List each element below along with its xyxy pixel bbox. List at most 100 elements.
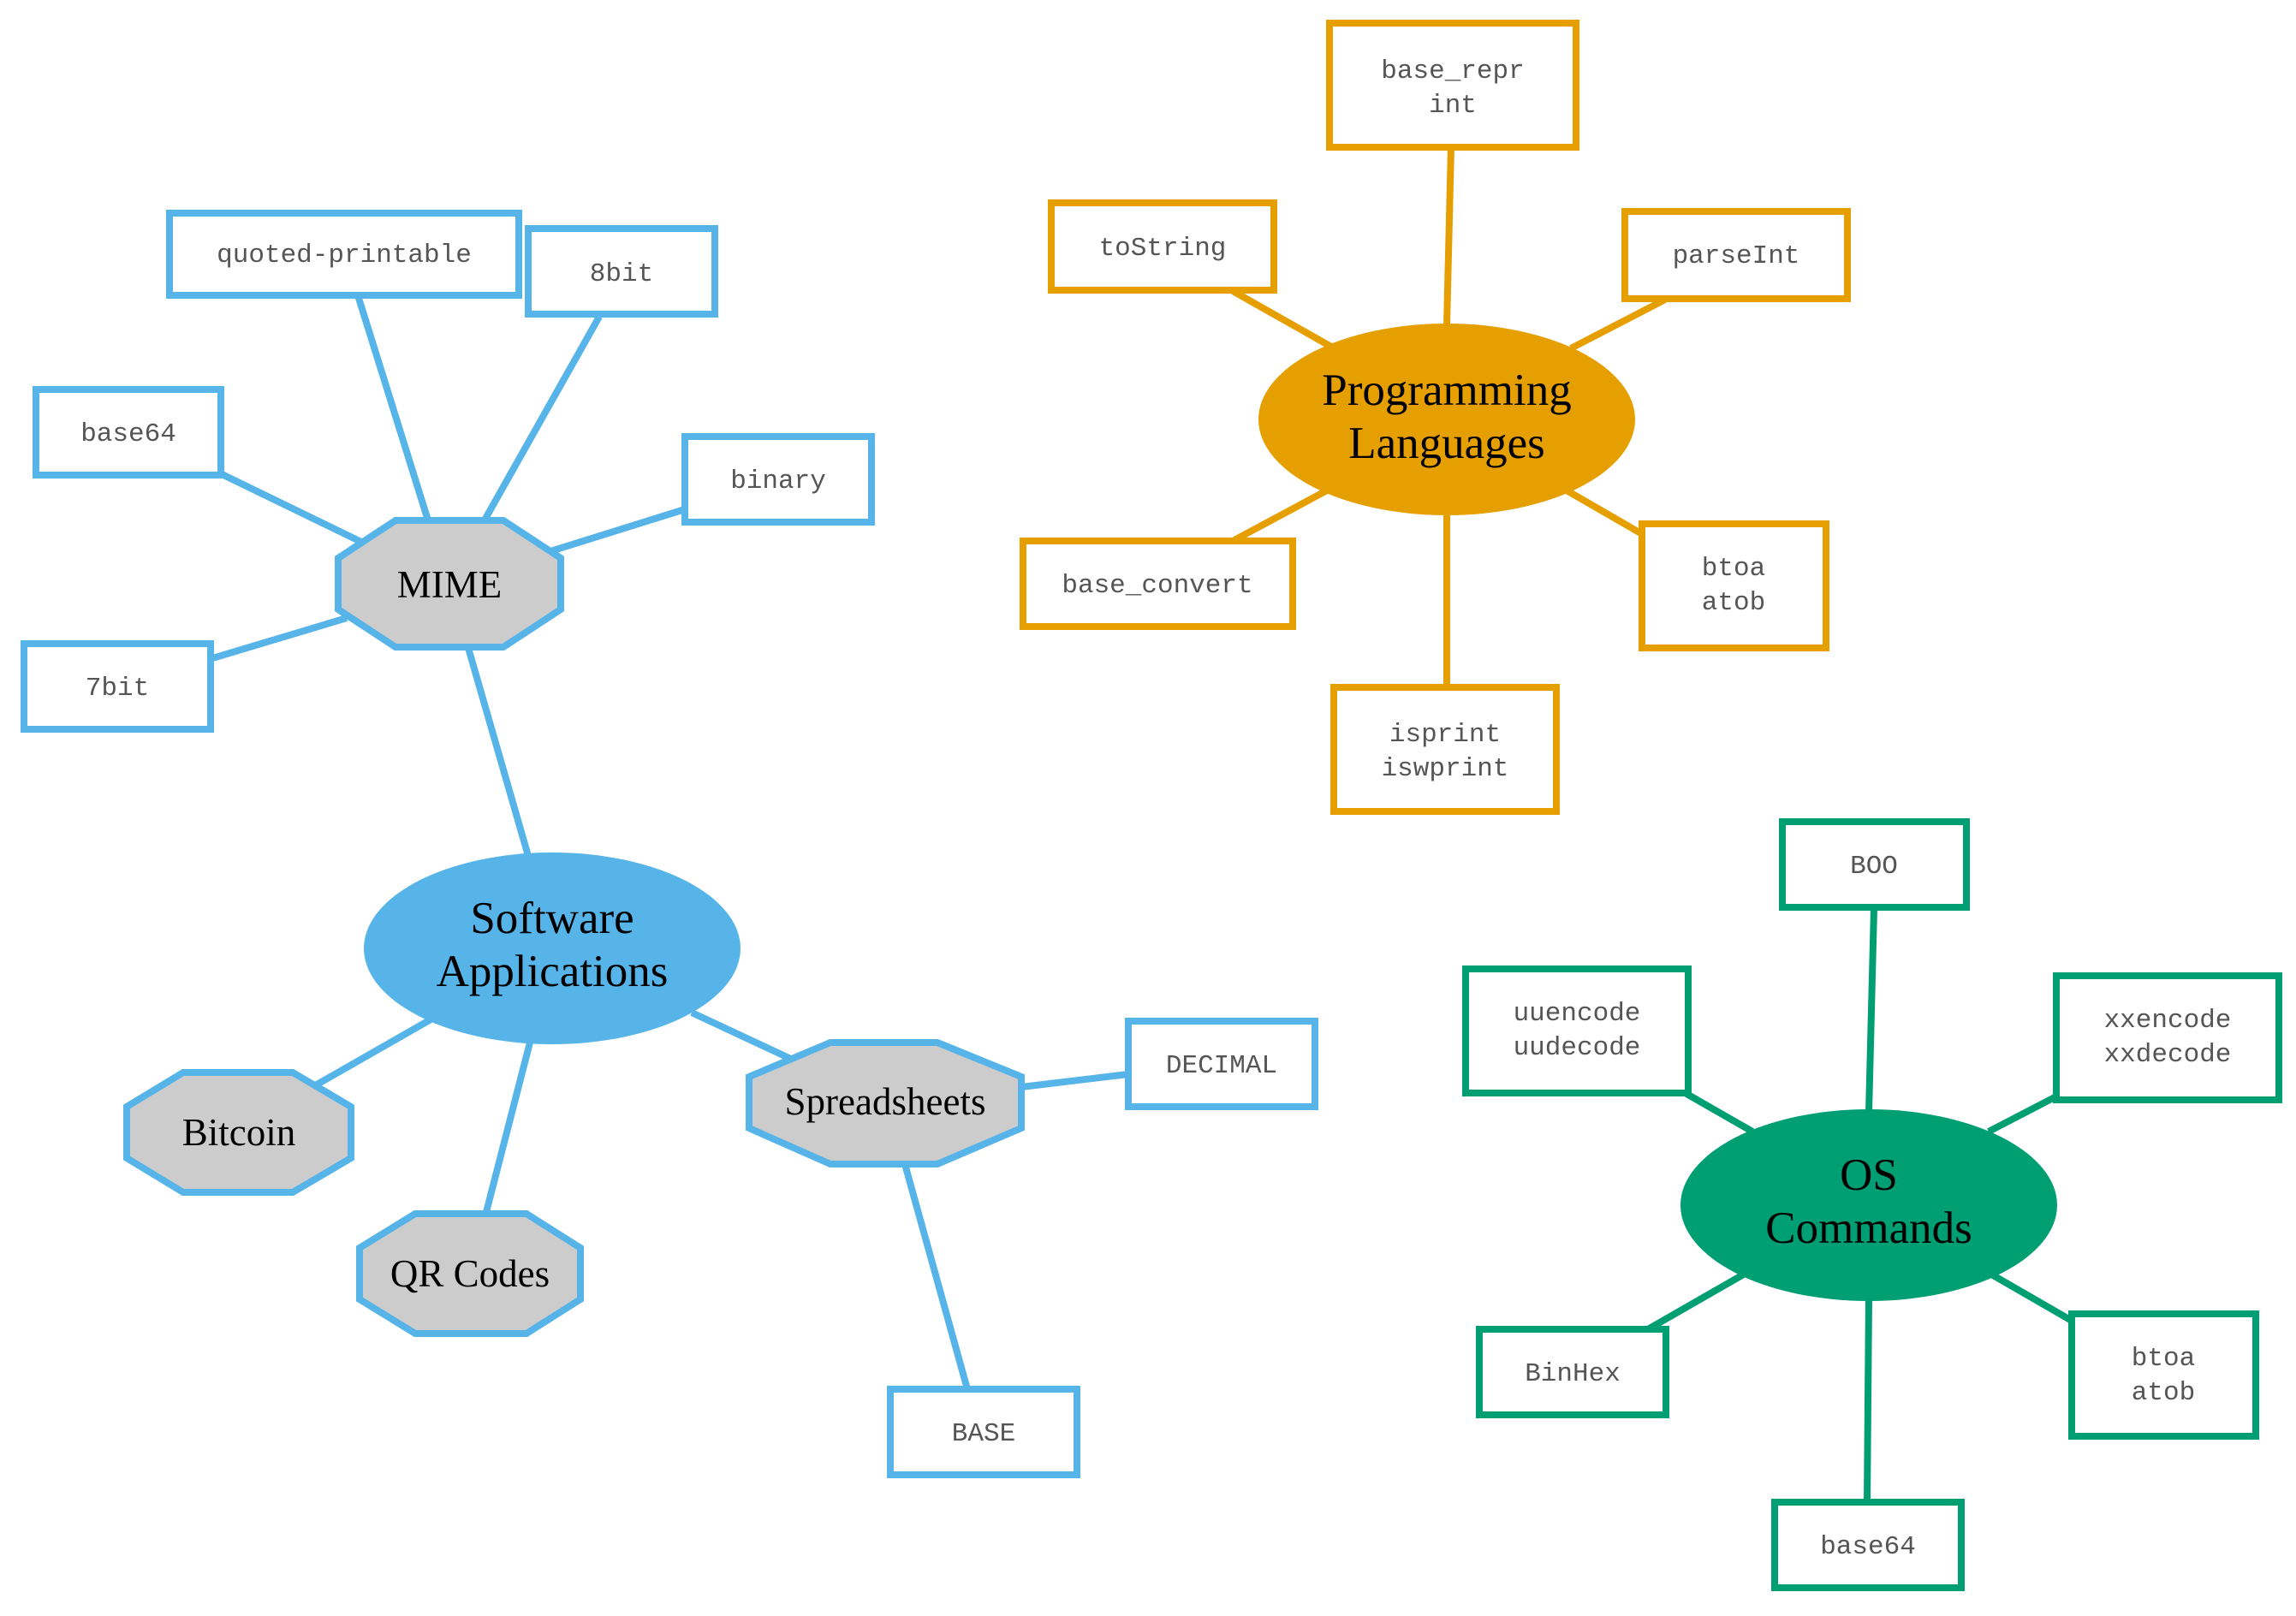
leaf-label: quoted-printable (217, 241, 472, 270)
leaf-box (166, 210, 522, 299)
leaf-box (1639, 520, 1829, 651)
hub-label: Applications (437, 947, 669, 996)
leaf-label: iswprint (1382, 754, 1509, 784)
leaf-7bit: 7bit (21, 640, 214, 733)
leaf-box (1476, 1326, 1669, 1418)
leaf-box (1462, 965, 1692, 1096)
leaf-box (1326, 20, 1579, 151)
edge-os-uuencode (1680, 1088, 1754, 1135)
leaf-parseint: parseInt (1621, 208, 1851, 302)
subhub-spreadsheets: Spreadsheets (746, 1039, 1025, 1167)
edge-mime-7bit (208, 615, 348, 662)
edge-software-spreadsheets (690, 1009, 798, 1065)
leaf-label: btoa (2132, 1344, 2195, 1374)
edge-os-xxencode (1987, 1094, 2056, 1135)
subhub-label: Bitcoin (182, 1111, 296, 1154)
leaf-box (1330, 684, 1560, 815)
hub-software-applications: Software Applications (364, 853, 741, 1044)
hub-label: Software (470, 894, 633, 943)
leaf-label: parseInt (1673, 241, 1800, 271)
leaf-box (21, 640, 214, 733)
leaf-decimal: DECIMAL (1125, 1018, 1318, 1110)
subhub-label: MIME (397, 563, 503, 606)
hub-label: Commands (1765, 1203, 1972, 1253)
octagon-shape (335, 517, 564, 651)
edge-prog-btoa (1564, 487, 1646, 538)
leaf-label: isprint (1389, 720, 1501, 750)
leaf-label: atob (1702, 588, 1765, 618)
subhub-label: QR Codes (390, 1252, 550, 1295)
edge-software-qrcodes (482, 1042, 533, 1216)
leaf-box (525, 225, 718, 318)
leaf-box (1621, 208, 1851, 302)
hub-label: Languages (1348, 419, 1545, 468)
edge-os-base64 (1864, 1300, 1872, 1503)
hub-ellipse (1680, 1109, 2057, 1301)
leaf-binary: binary (681, 433, 875, 526)
hub-ellipse (364, 853, 741, 1044)
leaf-label: 7bit (86, 674, 149, 704)
subhub-qrcodes: QR Codes (356, 1210, 584, 1337)
leaf-tostring: toString (1048, 199, 1277, 294)
hub-label: Programming (1322, 365, 1571, 415)
edge-spreadsheets-decimal (1020, 1071, 1129, 1090)
hub-ellipse (1258, 324, 1635, 515)
hub-label: OS (1840, 1150, 1898, 1200)
edge-prog-tostring (1231, 288, 1333, 350)
edge-os-btoa (1987, 1269, 2073, 1324)
edge-spreadsheets-base (901, 1162, 971, 1391)
leaf-label: binary (730, 466, 826, 496)
leaf-label: BASE (952, 1419, 1015, 1449)
leaf-binhex: BinHex (1476, 1326, 1669, 1418)
octagon-shape (123, 1069, 354, 1196)
leaf-box (33, 386, 224, 478)
leaf-base: BASE (887, 1386, 1080, 1478)
leaf-label: base64 (1820, 1532, 1916, 1562)
edge-mime-8bit (479, 315, 603, 526)
leaf-btoa-prog: btoa atob (1639, 520, 1829, 651)
leaf-label: BOO (1850, 852, 1898, 882)
leaf-base-repr: base_repr int (1326, 20, 1579, 151)
leaf-8bit: 8bit (525, 225, 718, 318)
octagon-shape (746, 1039, 1025, 1167)
edges (208, 146, 2073, 1503)
leaf-label: toString (1099, 234, 1227, 264)
leaf-label: 8bit (590, 259, 653, 289)
subhub-mime: MIME (335, 517, 564, 651)
hub-os-commands: OS Commands (1680, 1109, 2057, 1301)
leaf-label: DECIMAL (1166, 1051, 1277, 1081)
leaf-label: uudecode (1514, 1033, 1641, 1063)
leaf-btoa-os: btoa atob (2068, 1310, 2259, 1440)
leaf-label: xxencode (2104, 1006, 2232, 1036)
leaf-box (1125, 1018, 1318, 1110)
leaf-label: base_convert (1062, 571, 1252, 601)
subhub-bitcoin: Bitcoin (123, 1069, 354, 1196)
edge-software-mime (463, 640, 532, 858)
leaf-box (1020, 538, 1296, 630)
leaf-label: uuencode (1514, 999, 1641, 1029)
leaf-base64-os: base64 (1771, 1499, 1965, 1591)
leaf-box (2068, 1310, 2259, 1440)
leaf-label: int (1429, 91, 1477, 121)
leaf-xxencode: xxencode xxdecode (2053, 972, 2282, 1103)
edge-prog-parseint (1569, 296, 1667, 352)
leaf-label: btoa (1702, 554, 1765, 584)
leaf-label: xxdecode (2104, 1040, 2232, 1070)
edge-os-binhex (1646, 1269, 1748, 1333)
leaf-label: base_repr (1381, 56, 1524, 86)
edge-mime-quoted-printable (354, 294, 431, 522)
leaf-base-convert: base_convert (1020, 538, 1296, 630)
leaf-box (681, 433, 875, 526)
leaf-box (887, 1386, 1080, 1478)
leaf-box (2053, 972, 2282, 1103)
leaf-quoted-printable: quoted-printable (166, 210, 522, 299)
leaf-box (1048, 199, 1277, 294)
leaf-label: BinHex (1525, 1359, 1621, 1389)
leaf-box (1771, 1499, 1965, 1591)
octagon-shape (356, 1210, 584, 1337)
subhub-label: Spreadsheets (785, 1080, 986, 1123)
hub-programming-languages: Programming Languages (1258, 324, 1635, 515)
leaf-isprint: isprint iswprint (1330, 684, 1560, 815)
edge-mime-binary (546, 506, 687, 556)
